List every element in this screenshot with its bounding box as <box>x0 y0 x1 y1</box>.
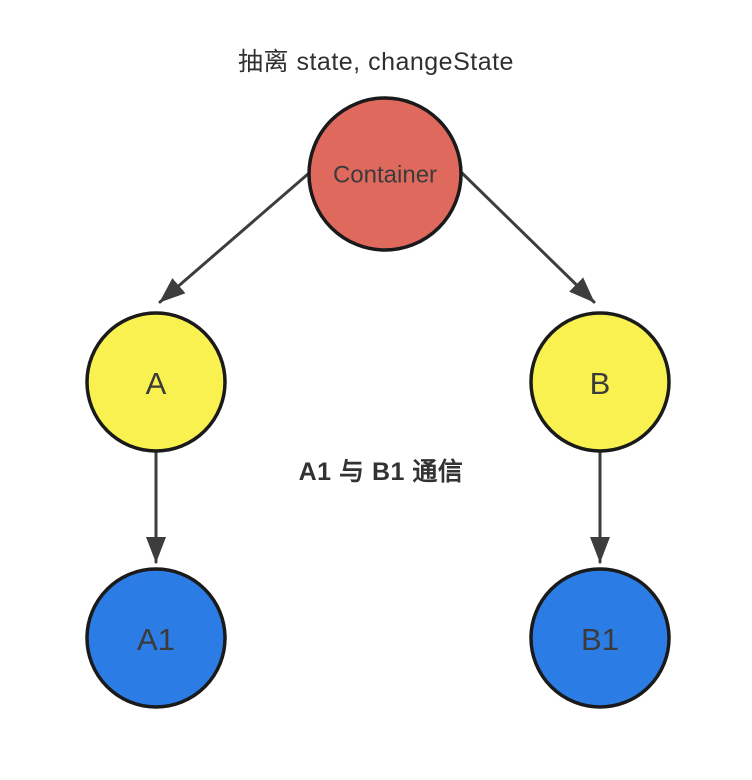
node-container <box>307 96 463 252</box>
edge-container-to-b <box>460 171 596 304</box>
node-a1 <box>85 567 227 709</box>
node-b-label: B <box>590 366 611 401</box>
diagram-title: 抽离 state, changeState <box>238 48 514 76</box>
communication-annotation: A1 与 B1 通信 <box>298 458 464 486</box>
node-a1-label: A1 <box>137 622 175 657</box>
node-b <box>529 311 671 453</box>
node-b1-label: B1 <box>581 622 619 657</box>
node-a <box>85 311 227 453</box>
edge-container-to-a <box>158 172 310 304</box>
node-b1 <box>529 567 671 709</box>
node-container-label: Container <box>333 161 437 188</box>
node-a-label: A <box>146 366 167 401</box>
